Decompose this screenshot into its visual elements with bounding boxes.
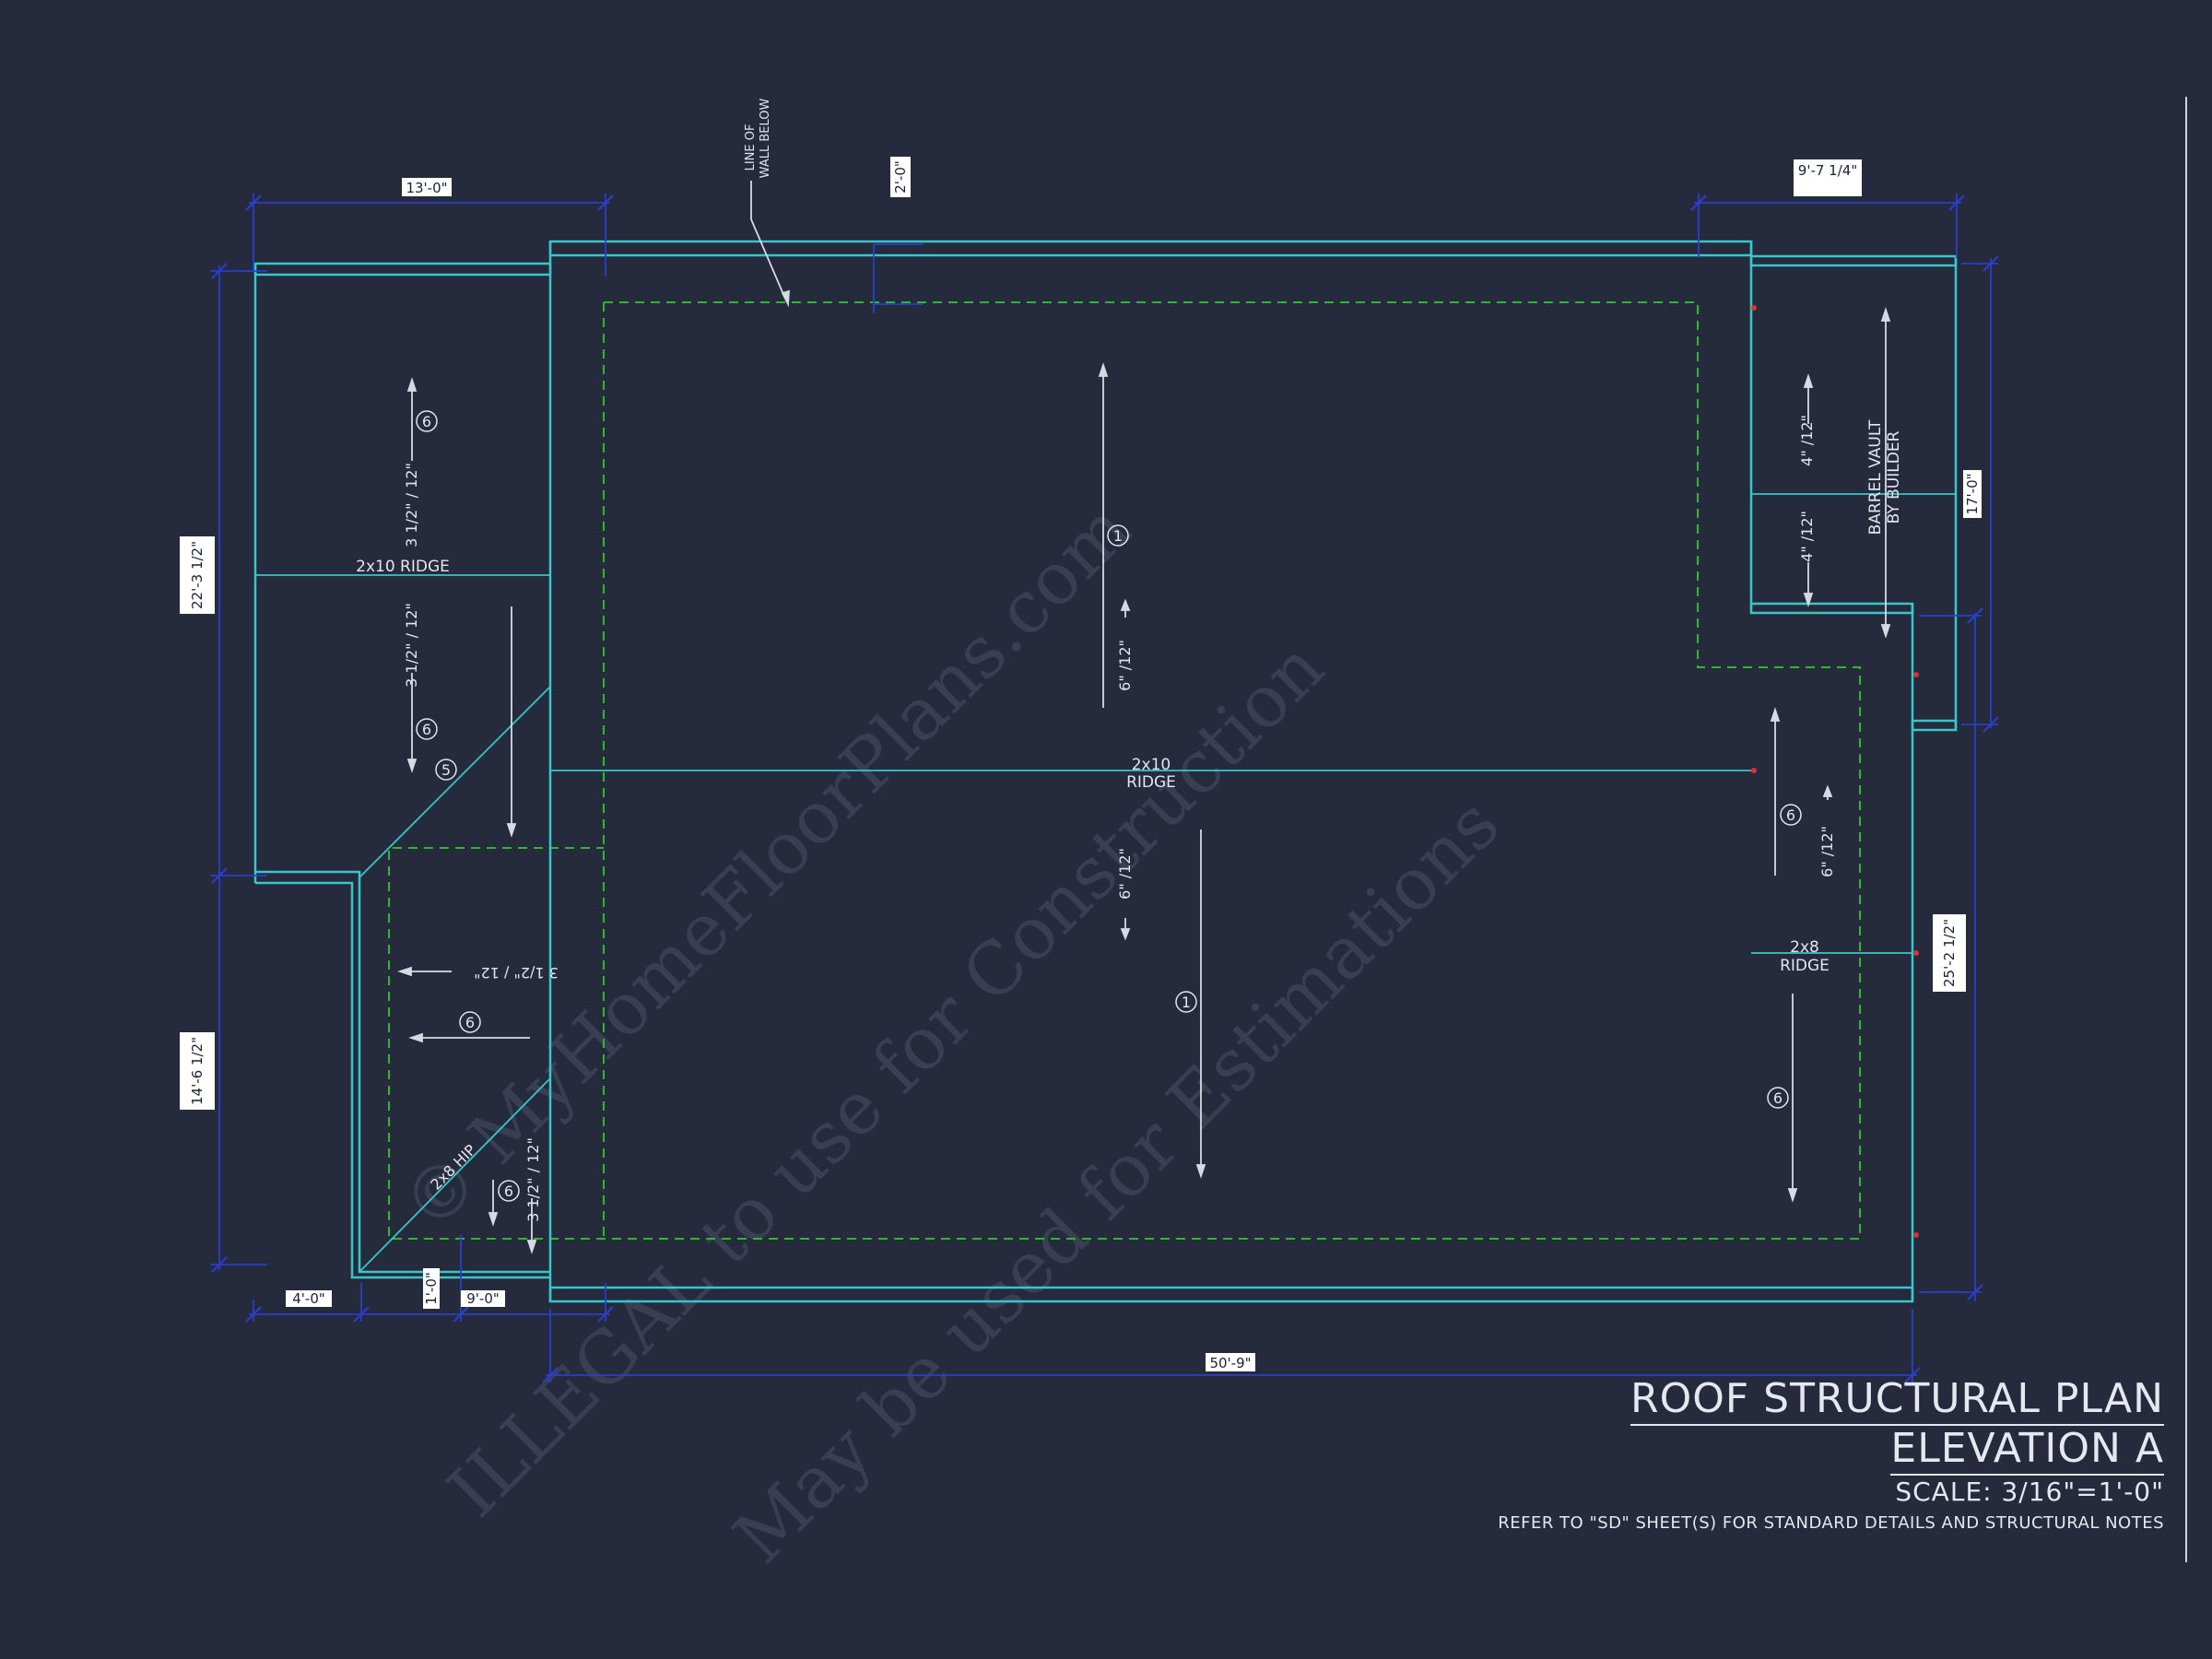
svg-text:17'-0": 17'-0" xyxy=(1964,473,1981,514)
plan-title: ROOF STRUCTURAL PLAN xyxy=(1630,1375,2164,1426)
svg-text:22'-3 1/2": 22'-3 1/2" xyxy=(189,541,206,609)
dim-9-7: 9'-7 1/4" xyxy=(1794,159,1862,196)
watermark-line-1: © MyHomeFloorPlans.com xyxy=(387,488,1147,1247)
svg-text:14'-6 1/2": 14'-6 1/2" xyxy=(189,1037,206,1105)
callout-numbers: 6 6 5 6 6 1 1 6 6 xyxy=(422,413,1795,1200)
dim-13-0: 13'-0" xyxy=(402,178,452,196)
barrel-vault-label-1: BARREL VAULT xyxy=(1866,419,1885,535)
left-ridge-label: 2x10 RIDGE xyxy=(356,558,450,576)
dim-2-0: 2'-0" xyxy=(890,157,911,197)
pitch-label-i: 4" /12" xyxy=(1798,511,1816,562)
svg-text:4'-0": 4'-0" xyxy=(292,1290,325,1307)
pitch-labels: 3 1/2" / 12" 3 1/2" / 12" 3 1/2" / 12" 3… xyxy=(403,415,1836,1222)
line-of-wall-label-2: WALL BELOW xyxy=(759,99,772,179)
barrel-vault-label-2: BY BUILDER xyxy=(1885,430,1903,524)
dim-17-0: 17'-0" xyxy=(1963,470,1982,518)
ridge-end-markers xyxy=(1751,305,1919,1238)
pitch-label-d: 3 1/2" / 12" xyxy=(524,1137,542,1222)
dim-1-0: 1'-0" xyxy=(423,1268,440,1309)
pitch-label-e: 6" /12" xyxy=(1116,640,1134,691)
svg-text:6: 6 xyxy=(422,721,431,738)
callout-marker xyxy=(1780,804,1802,826)
svg-text:6: 6 xyxy=(465,1014,475,1031)
dim-22-3: 22'-3 1/2" xyxy=(180,536,215,614)
right-ridge-label-1: 2x8 xyxy=(1790,938,1819,957)
pitch-label-a: 3 1/2" / 12" xyxy=(403,463,420,547)
dim-4-0: 4'-0" xyxy=(286,1290,332,1307)
svg-text:1: 1 xyxy=(1182,994,1191,1011)
callout-marker xyxy=(498,1180,520,1202)
callout-marker xyxy=(1107,524,1129,547)
callouts xyxy=(416,410,1802,1202)
main-ridge-label-2: RIDGE xyxy=(1126,773,1176,792)
main-ridge-label-1: 2x10 xyxy=(1132,756,1171,774)
svg-text:6: 6 xyxy=(1773,1089,1783,1107)
right-ridge-label-2: RIDGE xyxy=(1780,957,1830,975)
svg-text:6: 6 xyxy=(1786,806,1795,824)
callout-marker xyxy=(416,410,438,432)
callout-marker xyxy=(435,759,457,781)
pitch-label-h: 4" /12" xyxy=(1798,415,1816,466)
pitch-label-f: 6" /12" xyxy=(1116,848,1134,900)
callout-marker xyxy=(416,718,438,740)
valley-line xyxy=(359,686,551,878)
svg-text:13'-0": 13'-0" xyxy=(406,180,447,196)
svg-text:9'-7 1/4": 9'-7 1/4" xyxy=(1798,162,1857,179)
reference-note: REFER TO "SD" SHEET(S) FOR STANDARD DETA… xyxy=(1498,1513,2164,1533)
svg-text:25'-2 1/2": 25'-2 1/2" xyxy=(1941,919,1958,987)
dim-14-6: 14'-6 1/2" xyxy=(180,1032,215,1110)
callout-marker xyxy=(1175,991,1197,1013)
watermark: © MyHomeFloorPlans.com ILLEGAL to use fo… xyxy=(387,488,1515,1579)
svg-text:5: 5 xyxy=(441,761,451,779)
callout-marker xyxy=(1767,1087,1789,1109)
slope-arrows xyxy=(397,181,1891,1254)
svg-text:2'-0": 2'-0" xyxy=(892,160,909,194)
svg-text:50'-9": 50'-9" xyxy=(1209,1355,1251,1371)
dim-9-0: 9'-0" xyxy=(461,1290,505,1307)
svg-text:9'-0": 9'-0" xyxy=(466,1290,500,1307)
scale-label: SCALE: 3/16"=1'-0" xyxy=(1895,1477,2164,1507)
pitch-label-b: 3 1/2" / 12" xyxy=(403,603,420,688)
pitch-label-c: 3 1/2" / 12" xyxy=(474,964,559,982)
svg-text:6: 6 xyxy=(504,1182,513,1200)
pitch-label-g: 6" /12" xyxy=(1818,826,1836,877)
svg-text:1'-0": 1'-0" xyxy=(423,1272,440,1305)
dim-25-2: 25'-2 1/2" xyxy=(1933,914,1966,992)
callout-marker xyxy=(459,1011,481,1033)
elevation-title: ELEVATION A xyxy=(1890,1425,2164,1476)
roof-framing-lines xyxy=(255,493,1956,1273)
dim-50-9: 50'-9" xyxy=(1206,1353,1255,1371)
svg-text:1: 1 xyxy=(1113,527,1123,545)
hip-line xyxy=(359,1077,551,1273)
svg-text:6: 6 xyxy=(422,413,431,430)
dimension-ticks xyxy=(211,194,1999,1383)
line-of-wall-label-1: LINE OF xyxy=(744,124,758,171)
